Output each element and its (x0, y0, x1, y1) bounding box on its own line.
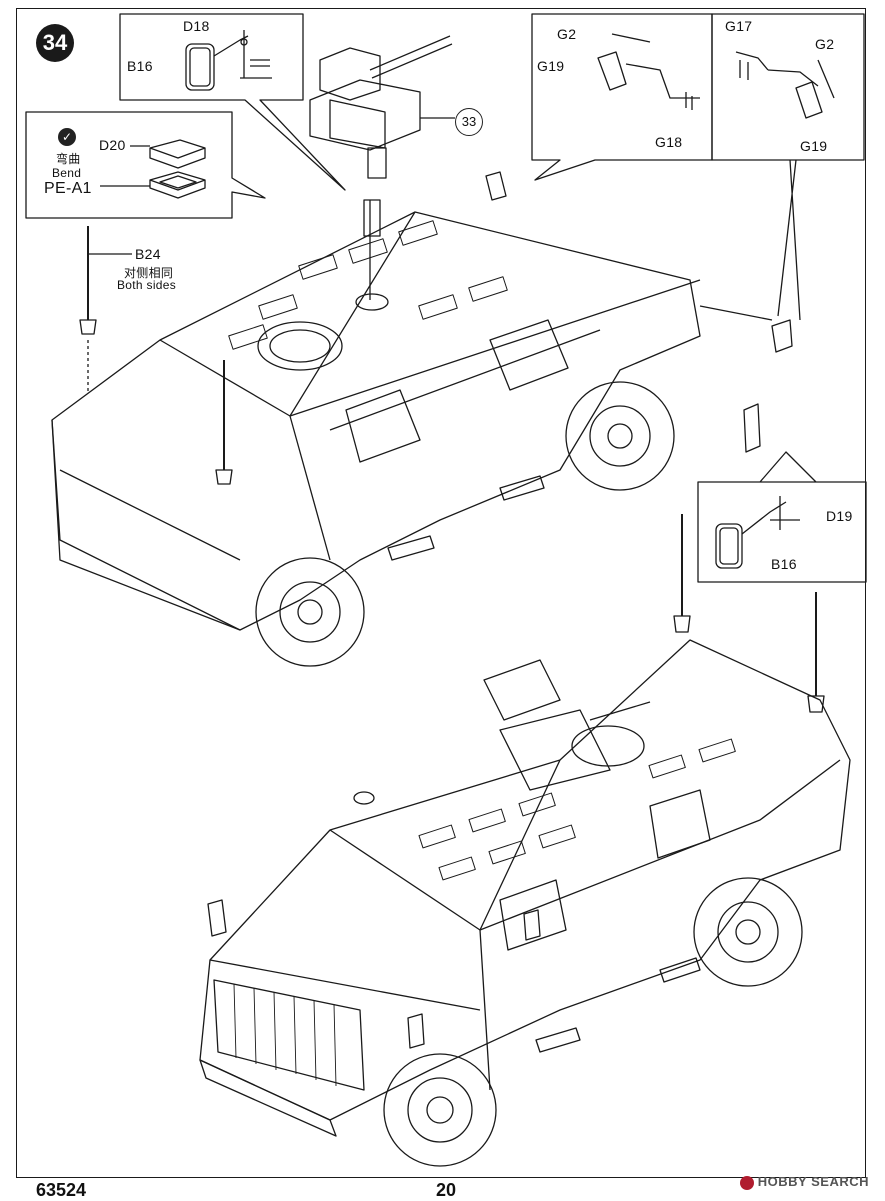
label-d20: D20 (99, 137, 126, 153)
upper-vehicle-body (51, 211, 701, 631)
inset-mirror-top-box (119, 13, 346, 191)
watermark-text: HOBBY SEARCH (757, 1174, 869, 1189)
page-number: 20 (436, 1180, 457, 1200)
label-d19: D19 (826, 508, 853, 524)
label-bend-en: Bend (52, 166, 82, 180)
label-d18: D18 (183, 18, 210, 34)
lower-vehicle-body (199, 639, 851, 1121)
label-g2-right: G2 (815, 36, 835, 52)
label-b24: B24 (135, 246, 161, 262)
label-both-sides-cn: 对侧相同 (124, 266, 174, 280)
bend-check-icon: ✓ (58, 128, 76, 146)
step-number-badge: 34 (36, 24, 74, 62)
label-g2-mid: G2 (557, 26, 577, 42)
label-b16-top: B16 (127, 58, 153, 74)
kit-code: 63524 (36, 1180, 87, 1200)
label-g19-right: G19 (800, 138, 828, 154)
page-frame (16, 8, 866, 1178)
watermark: HOBBY SEARCH (739, 1174, 869, 1190)
label-g17: G17 (725, 18, 753, 34)
label-pe-a1: PE-A1 (44, 180, 92, 197)
label-g18: G18 (655, 134, 683, 150)
inset-mirror-right-box (697, 451, 867, 583)
label-both-sides-en: Both sides (117, 278, 177, 292)
callout-step-33: 33 (455, 108, 483, 136)
inset-hatch-box (25, 111, 266, 219)
label-b16-right: B16 (771, 556, 797, 572)
label-bend-cn: 弯曲 (56, 152, 81, 166)
watermark-logo-icon (739, 1175, 754, 1190)
inset-far-right-box (711, 13, 865, 161)
label-g19-mid: G19 (537, 58, 565, 74)
